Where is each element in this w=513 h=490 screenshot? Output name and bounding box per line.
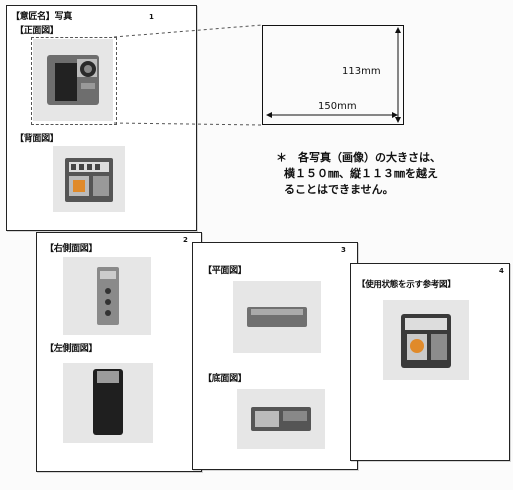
note-line-3: ることはできません。 xyxy=(284,183,394,196)
top-view-photo xyxy=(233,281,321,353)
note-line-1: ＊ 各写真（画像）の大きさは、 xyxy=(276,151,441,164)
front-view-photo xyxy=(33,39,113,121)
height-dimension: 113mm xyxy=(342,66,381,77)
note-line-2: 横１５０㎜、縦１１３㎜を越え xyxy=(284,167,438,180)
usage-reference-label: 【使用状態を示す参考図】 xyxy=(357,280,456,290)
page-number: 4 xyxy=(499,267,504,275)
page-number: 2 xyxy=(183,236,188,244)
design-name-heading: 【意匠名】写真 xyxy=(11,12,72,22)
usage-reference-photo xyxy=(383,300,469,380)
left-view-label: 【左側面図】 xyxy=(45,344,98,354)
bottom-view-label: 【底面図】 xyxy=(203,374,247,384)
size-rectangle xyxy=(262,25,404,125)
size-diagram: 113mm 150mm xyxy=(262,25,410,127)
top-view-label: 【平面図】 xyxy=(203,266,247,276)
photo-size-guide xyxy=(31,37,117,125)
sample-page-4: 4 【使用状態を示す参考図】 xyxy=(350,263,510,461)
front-view-label: 【正面図】 xyxy=(15,26,59,36)
page-number: 1 xyxy=(149,13,154,21)
dimension-arrows xyxy=(266,27,401,123)
sample-page-1: 【意匠名】写真 1 【正面図】 【背面図】 xyxy=(6,5,197,231)
right-view-label: 【右側面図】 xyxy=(45,244,98,254)
right-view-photo xyxy=(63,257,151,335)
bottom-view-photo xyxy=(237,389,325,449)
page-number: 3 xyxy=(341,246,346,254)
sample-page-3: 3 【平面図】 【底面図】 xyxy=(192,242,358,470)
sample-page-2: 2 【右側面図】 【左側面図】 xyxy=(36,232,202,472)
width-dimension: 150mm xyxy=(318,101,357,112)
left-view-photo xyxy=(63,363,153,443)
back-view-label: 【背面図】 xyxy=(15,134,59,144)
back-view-photo xyxy=(53,146,125,212)
